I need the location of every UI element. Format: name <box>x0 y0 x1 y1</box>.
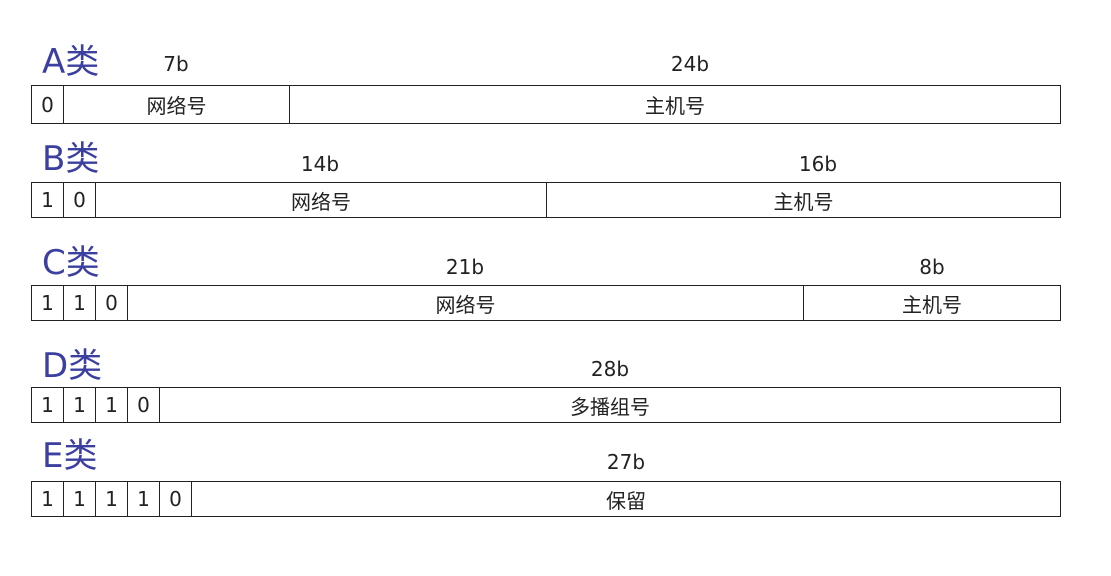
class-c-prefix-bit: 1 <box>64 286 96 320</box>
class-b-network-field: 网络号 <box>96 183 547 217</box>
class-d-multicast-field: 多播组号 <box>570 394 650 419</box>
class-b-row: 1 0 网络号 主机号 <box>31 182 1061 218</box>
class-c-prefix-bit: 0 <box>96 286 128 320</box>
class-b-network-bits-label: 14b <box>300 152 340 176</box>
class-e-prefix-bit: 1 <box>32 482 64 516</box>
class-c-network-field: 网络号 <box>128 286 804 320</box>
class-e-label: E类 <box>42 436 98 476</box>
class-b-prefix-bit: 1 <box>32 183 64 217</box>
class-a-label: A类 <box>42 42 100 82</box>
class-c-label: C类 <box>42 243 100 283</box>
class-e-reserved-field: 保留 <box>606 488 646 513</box>
class-d-prefix-bit: 1 <box>32 388 64 422</box>
class-d-group-bits-label: 28b <box>590 357 630 381</box>
class-d-prefix-bit: 1 <box>96 388 128 422</box>
class-a-host-bits-label: 24b <box>670 52 710 76</box>
class-c-network-bits-label: 21b <box>445 255 485 279</box>
class-e-prefix-bit: 0 <box>160 482 192 516</box>
class-e-prefix-bit: 1 <box>96 482 128 516</box>
class-c-host-field: 主机号 <box>902 292 962 317</box>
class-a-network-bits-label: 7b <box>163 52 189 76</box>
class-c-host-bits-label: 8b <box>919 255 945 279</box>
class-d-label: D类 <box>42 346 103 386</box>
class-b-host-field: 主机号 <box>773 189 834 214</box>
class-a-row: 0 网络号 主机号 <box>31 85 1061 124</box>
class-b-prefix-bit: 0 <box>64 183 96 217</box>
class-a-network-field: 网络号 <box>64 86 290 123</box>
class-e-prefix-bit: 1 <box>64 482 96 516</box>
class-d-prefix-bit: 0 <box>128 388 160 422</box>
class-d-row: 1 1 1 0 多播组号 <box>31 387 1061 423</box>
class-c-row: 1 1 0 网络号 主机号 <box>31 285 1061 321</box>
class-d-prefix-bit: 1 <box>64 388 96 422</box>
class-b-label: B类 <box>42 139 100 179</box>
class-a-prefix-bit: 0 <box>32 86 64 123</box>
class-a-host-field: 主机号 <box>645 94 705 118</box>
class-c-prefix-bit: 1 <box>32 286 64 320</box>
class-b-host-bits-label: 16b <box>798 152 838 176</box>
class-e-prefix-bit: 1 <box>128 482 160 516</box>
class-e-reserved-bits-label: 27b <box>606 450 646 474</box>
class-e-row: 1 1 1 1 0 保留 <box>31 481 1061 517</box>
